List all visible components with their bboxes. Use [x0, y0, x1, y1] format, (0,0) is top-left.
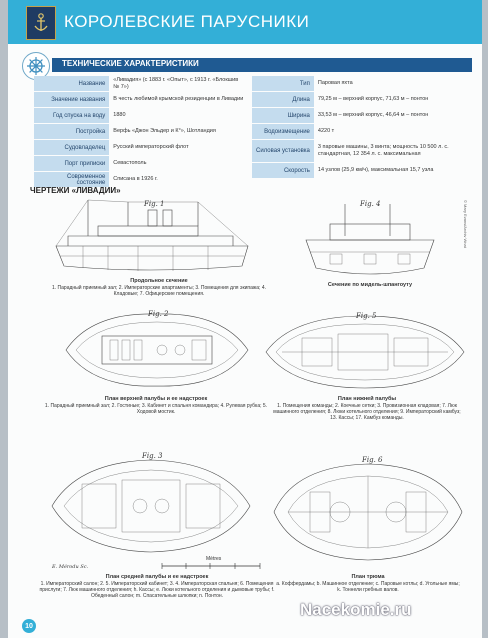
spec-row: Название«Ливадия» (с 1883 г. «Опыт», с 1… — [34, 76, 248, 91]
caption-longitudinal: Продольное сечение 1. Парадный приемный … — [44, 278, 274, 297]
spec-value: 79,25 м – верхний корпус, 71,63 м – понт… — [317, 96, 429, 103]
caption-upper-deck-title: План верхней палубы и ее надстроек — [104, 396, 208, 402]
spec-title-bar: ТЕХНИЧЕСКИЕ ХАРАКТЕРИСТИКИ — [52, 58, 472, 72]
scale-bar: Mètres — [161, 556, 261, 569]
caption-midship-title: Сечение по мидель-шпангоуту — [327, 282, 413, 288]
caption-midship: Сечение по мидель-шпангоуту — [300, 282, 440, 289]
spec-value: В честь любимой крымской резиденции в Ли… — [113, 96, 244, 103]
caption-middle-deck-text: 1. Императорский салон; 2. 5. Императорс… — [39, 580, 275, 600]
spec-label: Водоизмещение — [252, 124, 314, 139]
drawing-hold-plan: Fig. 6 — [273, 456, 463, 561]
page-title: КОРОЛЕВСКИЕ ПАРУСНИКИ — [64, 12, 310, 31]
site-watermark: Nacekomie.ru — [300, 600, 412, 619]
spec-label: Название — [34, 76, 110, 91]
spec-label: Силовая установка — [252, 140, 314, 162]
spec-label: Длина — [252, 92, 314, 107]
spec-label: Скорость — [252, 163, 314, 178]
fig-6-label: Fig. 6 — [361, 456, 383, 464]
fig-4-label: Fig. 4 — [359, 200, 380, 208]
caption-upper-deck-text: 1. Парадный приемный зал; 2. Гостиные; 3… — [44, 402, 268, 416]
caption-hold-text: a. Коффердамы; b. Машинное отделение; c.… — [276, 580, 460, 594]
spec-value: Севастополь — [113, 160, 147, 167]
drawing-longitudinal-section: Fig. 1 — [55, 199, 249, 271]
spec-value: 33,53 м – верхний корпус, 46,64 м – понт… — [317, 112, 429, 119]
caption-middle-deck: План средней палубы и ее надстроек 1. Им… — [38, 574, 276, 600]
page-number: 10 — [22, 619, 36, 633]
page-header: КОРОЛЕВСКИЕ ПАРУСНИКИ — [8, 0, 482, 44]
spec-value: Русский императорский флот — [113, 144, 189, 151]
spec-value: «Ливадия» (с 1883 г. «Опыт», с 1913 г. «… — [113, 76, 239, 90]
spec-value: Верфь «Джон Эльдер и К°», Шотландия — [113, 128, 216, 135]
scale-label: Mètres — [206, 556, 222, 562]
caption-lower-deck: План нижней палубы 1. Помещения команды;… — [272, 396, 462, 422]
drawing-middle-deck-plan: Fig. 3 E. Mérodu Sc. — [51, 452, 251, 570]
spec-value: 14 узлов (25,9 км/ч), максимальная 15,7 … — [317, 167, 434, 174]
spec-label: Порт приписки — [34, 156, 110, 171]
spec-value: 3 паровые машины, 3 винта; мощность 10 5… — [317, 144, 449, 157]
photo-credit: © Mary Evans/Archiv Wnat — [463, 200, 468, 248]
spec-value: 1880 — [113, 112, 126, 119]
fig-1-label: Fig. 1 — [143, 200, 164, 208]
spec-label: Постройка — [34, 124, 110, 139]
spec-label: Тип — [252, 76, 314, 91]
caption-longitudinal-text: 1. Парадный приемный зал; 2. Императорск… — [52, 284, 266, 298]
engraver-signature: E. Mérodu Sc. — [51, 563, 89, 570]
ship-wheel-icon — [22, 52, 50, 80]
fig-3-label: Fig. 3 — [141, 452, 163, 460]
spec-section: ТЕХНИЧЕСКИЕ ХАРАКТЕРИСТИКИ Название«Лива… — [22, 52, 472, 187]
magazine-page: КОРОЛЕВСКИЕ ПАРУСНИКИ ТЕХНИЧЕСКИЕ ХАРАКТ… — [8, 0, 482, 638]
spec-value: Паровая яхта — [317, 80, 353, 87]
spec-label: Ширина — [252, 108, 314, 123]
drawings-title: ЧЕРТЕЖИ «ЛИВАДИИ» — [30, 186, 121, 195]
spec-table-left: Название«Ливадия» (с 1883 г. «Опыт», с 1… — [34, 76, 248, 188]
caption-longitudinal-title: Продольное сечение — [130, 278, 188, 284]
anchor-icon — [26, 6, 56, 40]
caption-lower-deck-title: План нижней палубы — [337, 396, 397, 402]
spec-value: Списана в 1926 г. — [113, 176, 158, 183]
caption-lower-deck-text: 1. Помещения команды; 2. Коечные сетки; … — [273, 402, 461, 422]
spec-title: ТЕХНИЧЕСКИЕ ХАРАКТЕРИСТИКИ — [62, 59, 199, 68]
spec-label: Значение названия — [34, 92, 110, 107]
spec-label: Судовладелец — [34, 140, 110, 155]
caption-hold: План трюма a. Коффердамы; b. Машинное от… — [274, 574, 462, 593]
caption-upper-deck: План верхней палубы и ее надстроек 1. Па… — [36, 396, 276, 415]
drawing-midship-section: Fig. 4 — [305, 200, 435, 275]
caption-middle-deck-title: План средней палубы и ее надстроек — [105, 574, 209, 580]
drawing-lower-deck-plan: Fig. 5 — [265, 312, 465, 389]
caption-hold-title: План трюма — [351, 574, 385, 580]
spec-label: Современное состояние — [34, 172, 110, 187]
spec-label: Год спуска на воду — [34, 108, 110, 123]
drawing-upper-deck-plan: Fig. 2 — [65, 310, 249, 387]
spec-value: 4220 т — [317, 128, 335, 135]
